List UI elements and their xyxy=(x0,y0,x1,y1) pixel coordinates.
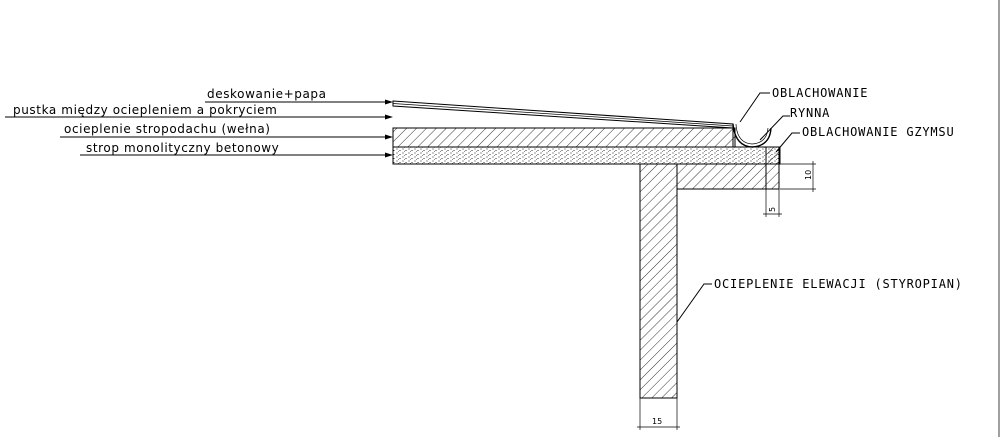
leader-rynna xyxy=(759,115,790,141)
dimension-cornice-height-value: 10 xyxy=(804,170,813,180)
label-deskowanie: deskowanie+papa xyxy=(207,87,327,101)
label-oblachowanie-gzymsu: OBLACHOWANIE GZYMSU xyxy=(802,125,954,139)
leader-ocieplenie-elewacji xyxy=(676,283,712,323)
gutter xyxy=(732,123,772,148)
label-oblachowanie: OBLACHOWANIE xyxy=(772,86,868,100)
label-rynna: RYNNA xyxy=(790,106,830,120)
label-ocieplenie-elewacji: OCIEPLENIE ELEWACJI (STYROPIAN) xyxy=(714,277,963,291)
leader-ocieplenie-stropodachu xyxy=(60,134,393,140)
label-pustka: pustka między ociepleniem a pokryciem xyxy=(13,103,277,117)
concrete-slab xyxy=(392,146,781,165)
dimension-cornice-width: 5 xyxy=(763,189,782,217)
leader-deskowanie xyxy=(205,99,393,105)
cornice-block xyxy=(676,163,767,190)
leader-oblachowanie xyxy=(739,92,770,123)
dimension-wall-insulation-width: 15 xyxy=(637,398,680,430)
label-strop: strop monolityczny betonowy xyxy=(86,141,279,155)
leader-strop xyxy=(80,152,393,158)
roof-boarding-layer xyxy=(392,100,734,129)
label-ocieplenie-stropodachu: ocieplenie stropodachu (wełna) xyxy=(64,122,271,136)
dimension-wall-insulation-width-value: 15 xyxy=(652,417,662,426)
wall-insulation xyxy=(639,163,678,399)
leader-pustka xyxy=(5,114,393,120)
window-edge xyxy=(998,0,1000,437)
leader-oblachowanie-gzymsu xyxy=(775,132,800,153)
cornice-flashing xyxy=(765,146,780,190)
dimension-cornice-width-value: 5 xyxy=(768,207,777,212)
dimension-cornice-height: 10 xyxy=(780,161,816,192)
roof-insulation-layer xyxy=(392,127,736,148)
